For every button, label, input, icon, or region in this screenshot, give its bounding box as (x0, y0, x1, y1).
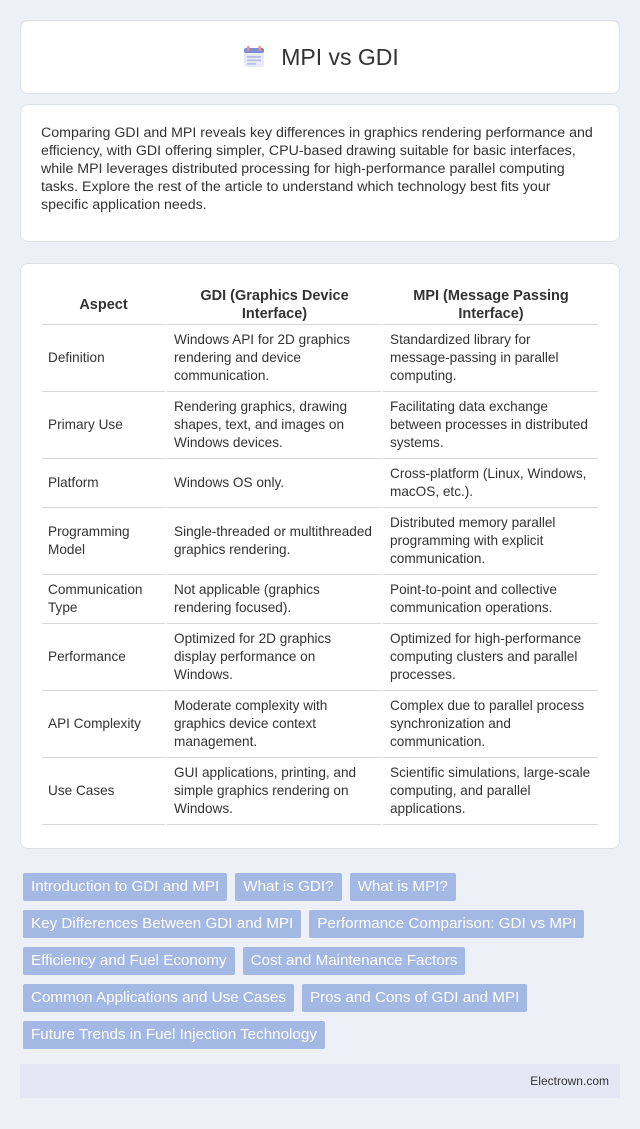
cell-gdi: Rendering graphics, drawing shapes, text… (165, 392, 381, 459)
header-card: MPI vs GDI (20, 20, 620, 94)
cell-mpi: Standardized library for message-passing… (381, 325, 598, 392)
tag-performance-comparison[interactable]: Performance Comparison: GDI vs MPI (309, 910, 585, 938)
cell-gdi: Single-threaded or multithreaded graphic… (165, 508, 381, 575)
cell-gdi: Windows API for 2D graphics rendering an… (165, 325, 381, 392)
table-row: Primary Use Rendering graphics, drawing … (42, 392, 598, 459)
cell-aspect: Platform (42, 459, 165, 508)
table-row: Platform Windows OS only. Cross-platform… (42, 459, 598, 508)
comparison-table: Aspect GDI (Graphics Device Interface) M… (42, 286, 598, 825)
document-icon (244, 46, 265, 67)
table-row: Use Cases GUI applications, printing, an… (42, 758, 598, 825)
tag-row: Common Applications and Use Cases Pros a… (23, 984, 623, 1012)
tag-row: Introduction to GDI and MPI What is GDI?… (23, 873, 623, 901)
cell-mpi: Complex due to parallel process synchron… (381, 691, 598, 758)
table-header-row: Aspect GDI (Graphics Device Interface) M… (42, 286, 598, 325)
cell-gdi: Moderate complexity with graphics device… (165, 691, 381, 758)
header-mpi: MPI (Message Passing Interface) (381, 286, 598, 325)
footer: Electrown.com (20, 1064, 620, 1098)
footer-site-name[interactable]: Electrown.com (530, 1074, 609, 1088)
tag-what-is-mpi[interactable]: What is MPI? (349, 873, 456, 901)
header-aspect: Aspect (42, 286, 165, 325)
tag-row: Future Trends in Fuel Injection Technolo… (23, 1021, 623, 1049)
cell-aspect: Communication Type (42, 575, 165, 624)
cell-mpi: Distributed memory parallel programming … (381, 508, 598, 575)
table-row: API Complexity Moderate complexity with … (42, 691, 598, 758)
cell-mpi: Scientific simulations, large-scale comp… (381, 758, 598, 825)
tag-efficiency[interactable]: Efficiency and Fuel Economy (23, 947, 235, 975)
cell-aspect: Performance (42, 624, 165, 691)
cell-aspect: API Complexity (42, 691, 165, 758)
cell-gdi: GUI applications, printing, and simple g… (165, 758, 381, 825)
table-row: Definition Windows API for 2D graphics r… (42, 325, 598, 392)
comparison-table-card: Aspect GDI (Graphics Device Interface) M… (20, 263, 620, 849)
cell-gdi: Optimized for 2D graphics display perfor… (165, 624, 381, 691)
table-row: Performance Optimized for 2D graphics di… (42, 624, 598, 691)
cell-aspect: Use Cases (42, 758, 165, 825)
table-row: Communication Type Not applicable (graph… (42, 575, 598, 624)
header-gdi: GDI (Graphics Device Interface) (165, 286, 381, 325)
cell-aspect: Definition (42, 325, 165, 392)
cell-mpi: Cross-platform (Linux, Windows, macOS, e… (381, 459, 598, 508)
tag-row: Efficiency and Fuel Economy Cost and Mai… (23, 947, 623, 975)
tag-introduction[interactable]: Introduction to GDI and MPI (23, 873, 228, 901)
cell-mpi: Facilitating data exchange between proce… (381, 392, 598, 459)
tag-future-trends[interactable]: Future Trends in Fuel Injection Technolo… (23, 1021, 325, 1049)
tag-row: Key Differences Between GDI and MPI Perf… (23, 910, 623, 938)
cell-aspect: Primary Use (42, 392, 165, 459)
title-wrap: MPI vs GDI (241, 44, 399, 71)
cell-mpi: Point-to-point and collective communicat… (381, 575, 598, 624)
cell-mpi: Optimized for high-performance computing… (381, 624, 598, 691)
tag-what-is-gdi[interactable]: What is GDI? (235, 873, 342, 901)
cell-aspect: Programming Model (42, 508, 165, 575)
cell-gdi: Not applicable (graphics rendering focus… (165, 575, 381, 624)
cell-gdi: Windows OS only. (165, 459, 381, 508)
intro-card: Comparing GDI and MPI reveals key differ… (20, 104, 620, 242)
table-row: Programming Model Single-threaded or mul… (42, 508, 598, 575)
tag-pros-cons[interactable]: Pros and Cons of GDI and MPI (301, 984, 528, 1012)
tag-cost-maintenance[interactable]: Cost and Maintenance Factors (242, 947, 466, 975)
tag-common-applications[interactable]: Common Applications and Use Cases (23, 984, 294, 1012)
intro-paragraph: Comparing GDI and MPI reveals key differ… (41, 125, 593, 213)
topic-tags: Introduction to GDI and MPI What is GDI?… (23, 873, 623, 1058)
tag-key-differences[interactable]: Key Differences Between GDI and MPI (23, 910, 302, 938)
page-title: MPI vs GDI (281, 43, 399, 70)
